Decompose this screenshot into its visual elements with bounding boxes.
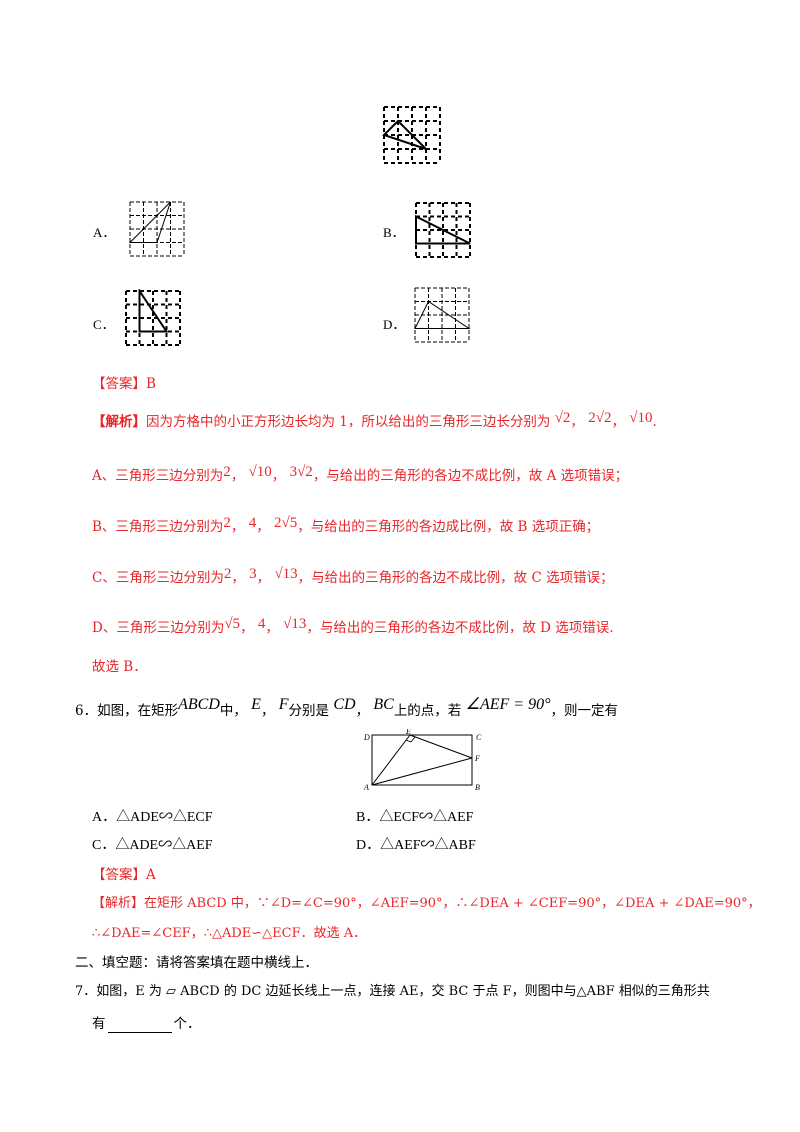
line-c-side1: 2	[223, 566, 232, 582]
option-c-label: C．	[93, 317, 115, 332]
fig-label-f: F	[474, 754, 480, 763]
line-c-side3: √13	[274, 566, 298, 582]
q7-line2-start: 有	[92, 1016, 106, 1032]
q6-option-b: B．△ECF∽△AEF	[356, 810, 474, 825]
line-c-prefix: C、三角形三边分别为	[92, 570, 224, 586]
given-length-2: 2√2	[588, 410, 612, 426]
line-a-side1: 2	[223, 464, 231, 480]
q5-line-a: A、三角形三边分别为2， √10， 3√2，与给出的三角形的各边不成比例，故 A…	[92, 464, 629, 484]
q6-f: F	[278, 696, 289, 713]
option-b-grid	[415, 202, 471, 258]
q6-stem: 6．如图，在矩形ABCD中， E， F分别是 CD， BC上的点，若 ∠AEF …	[75, 694, 618, 719]
line-a-side2: √10	[248, 464, 272, 480]
fig-label-c: C	[476, 733, 482, 742]
q5-analysis-line1: 【解析】因为方格中的小正方形边长均为 1，所以给出的三角形三边长分别为 √2， …	[92, 410, 657, 430]
q5-line-c: C、三角形三边分别为2， 3， √13，与给出的三角形的各边不成比例，故 C 选…	[92, 566, 614, 586]
line-b-prefix: B、三角形三边分别为	[92, 519, 224, 535]
analysis-text: 因为方格中的小正方形边长均为 1，所以给出的三角形三边长分别为	[146, 414, 551, 430]
given-length-3: √10	[629, 410, 653, 426]
q5-conclusion: 故选 B．	[92, 659, 147, 675]
q7-line2-end: 个．	[173, 1016, 201, 1032]
q6-mid3: 上的点，若	[393, 703, 462, 719]
line-a-side3: 3√2	[289, 464, 313, 480]
line-b-side1: 2	[223, 515, 231, 531]
line-d-prefix: D、三角形三边分别为	[92, 620, 225, 636]
option-d-grid	[414, 287, 471, 343]
q6-mid1: 中，	[219, 703, 247, 719]
q6-analysis-line2: ∴∠DAE=∠CEF，∴△ADE∽△ECF．故选 A．	[92, 926, 367, 941]
q6-option-d: D．△AEF∽△ABF	[356, 838, 476, 853]
line-c-suffix: ，与给出的三角形的各边不成比例，故 C 选项错误；	[297, 570, 614, 586]
q6-rect: ABCD	[178, 696, 220, 713]
fig-label-d: D	[363, 733, 370, 742]
line-a-prefix: A、三角形三边分别为	[92, 468, 224, 484]
q6-tail: ，则一定有	[550, 703, 618, 719]
q6-answer: 【答案】A	[92, 867, 156, 883]
q6-comma2: ，	[355, 703, 370, 719]
line-b-side2: 4	[248, 515, 257, 531]
given-triangle-grid	[382, 106, 441, 164]
line-d-side2: 4	[257, 616, 266, 632]
option-b-label: B．	[383, 225, 405, 240]
q6-option-a: A．△ADE∽△ECF	[92, 810, 213, 825]
q6-bc: BC	[373, 696, 394, 713]
q6-mid2: 分别是	[288, 703, 330, 719]
line-d-side1: √5	[224, 616, 241, 632]
q7-line2: 有 个．	[92, 1012, 201, 1033]
q7-line1: 7．如图，E 为 ▱ ABCD 的 DC 边延长线上一点，连接 AE，交 BC …	[75, 984, 710, 999]
q6-number: 6．如图，在矩形	[75, 703, 179, 719]
answer-blank[interactable]	[107, 1016, 172, 1033]
line-b-suffix: ，与给出的三角形的各边成比例，故 B 选项正确；	[297, 519, 600, 535]
q6-analysis-line1: 【解析】在矩形 ABCD 中，∵∠D=∠C=90°，∠AEF=90°，∴∠DEA…	[92, 896, 761, 911]
line-d-side3: √13	[283, 616, 307, 632]
line-b-side3: 2√5	[274, 515, 298, 531]
given-length-1: √2	[554, 410, 571, 426]
option-a-grid	[128, 201, 185, 257]
option-d-label: D．	[383, 317, 406, 332]
q6-cd: CD	[333, 696, 356, 713]
rectangle-figure: D E C F A B	[363, 729, 482, 791]
q6-option-c: C．△ADE∽△AEF	[92, 838, 213, 853]
q6-comma: ，	[260, 703, 275, 719]
option-c-grid	[125, 289, 181, 346]
q5-answer: 【答案】B	[92, 376, 156, 392]
line-c-side2: 3	[249, 566, 257, 582]
line-d-suffix: ，与给出的三角形的各边不成比例，故 D 选项错误.	[306, 620, 614, 636]
fig-label-e: E	[405, 729, 411, 736]
q6-e: E	[251, 696, 261, 713]
q5-line-b: B、三角形三边分别为2， 4， 2√5，与给出的三角形的各边成比例，故 B 选项…	[92, 515, 600, 535]
q5-line-d: D、三角形三边分别为√5， 4， √13，与给出的三角形的各边不成比例，故 D …	[92, 616, 614, 636]
fig-label-b: B	[475, 783, 480, 791]
section-2-heading: 二、填空题：请将答案填在题中横线上．	[75, 955, 318, 971]
analysis-tag: 【解析】	[92, 414, 146, 430]
line-a-suffix: ，与给出的三角形的各边不成比例，故 A 选项错误；	[312, 468, 629, 484]
option-a-label: A．	[93, 225, 116, 240]
fig-label-a: A	[363, 783, 369, 791]
q6-angle: ∠AEF = 90°	[465, 696, 551, 713]
